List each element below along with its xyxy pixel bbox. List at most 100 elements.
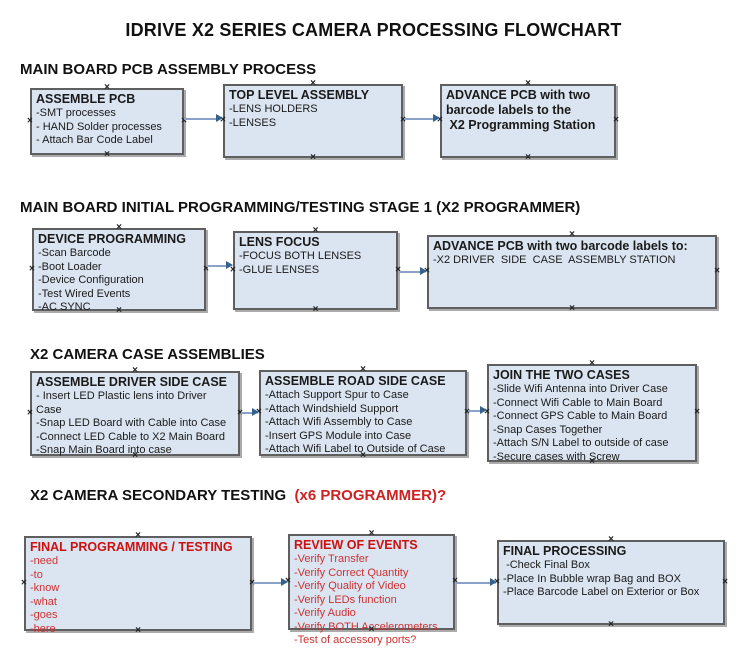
box-title: LENS FOCUS — [239, 235, 320, 249]
box-item: -LENSES — [229, 116, 277, 129]
box-items: -X2 DRIVER SIDE CASE ASSEMBLY STATION — [433, 254, 711, 268]
box-item: -GLUE LENSES — [239, 263, 320, 276]
connection-point-icon: × — [613, 114, 619, 126]
box-advance-pcb-programming-station: ×××× ADVANCE PCB with two barcode labels… — [437, 79, 619, 163]
box-items: - Insert LED Plastic lens into Driver Ca… — [36, 390, 234, 458]
box-items: -need-to-know-what-goes-here — [30, 555, 246, 636]
box-item: -know — [30, 582, 60, 594]
arrow-line — [399, 270, 422, 273]
connection-point-icon: × — [27, 407, 33, 418]
box-title: FINAL PROCESSING — [503, 544, 627, 558]
box-item: - HAND Solder processes — [36, 120, 162, 133]
box-title: DEVICE PROGRAMMING — [38, 232, 186, 246]
box-item: -goes — [30, 609, 58, 621]
box-join-the-two-cases: ×××× JOIN THE TWO CASES -Slide Wifi Ante… — [484, 359, 700, 467]
arrow-line — [468, 409, 482, 412]
box-title: FINAL PROGRAMMING / TESTING — [30, 540, 233, 554]
box-title: ADVANCE PCB with two barcode labels to: — [433, 239, 688, 253]
connection-point-icon: × — [722, 576, 728, 587]
section-heading-case-assemblies: X2 CAMERA CASE ASSEMBLIES — [30, 346, 265, 363]
box-item: -Test of accessory ports? — [294, 634, 417, 646]
box-lens-focus: ×××× LENS FOCUS -FOCUS BOTH LENSES-GLUE … — [230, 226, 401, 315]
connection-point-icon: × — [714, 265, 720, 277]
box-item: -Attach S/N Label to outside of case — [493, 437, 669, 449]
box-item: -Boot Loader — [38, 260, 102, 273]
arrow-head-icon — [226, 261, 233, 269]
box-title: REVIEW OF EVENTS — [294, 538, 418, 552]
section-heading-red-text: (x6 PROGRAMMER)? — [290, 487, 447, 504]
section-heading-text: X2 CAMERA SECONDARY TESTING — [30, 487, 291, 504]
box-device-programming: ×××× DEVICE PROGRAMMING -Scan Barcode-Bo… — [29, 223, 209, 316]
box-item: -Secure cases with Screw — [493, 450, 620, 463]
box-item: -Insert GPS Module into Case — [265, 429, 412, 442]
box-assemble-driver-side-case: ×××× ASSEMBLE DRIVER SIDE CASE - Insert … — [27, 366, 243, 461]
section-heading-text: MAIN BOARD PCB ASSEMBLY PROCESS — [20, 61, 317, 78]
box-items: -Scan Barcode-Boot Loader-Device Configu… — [38, 247, 200, 315]
box-item: -FOCUS BOTH LENSES — [239, 250, 362, 262]
connection-point-icon: × — [694, 406, 700, 418]
box-item: -Device Configuration — [38, 274, 144, 286]
connection-point-icon: × — [27, 115, 33, 126]
flow-arrow — [468, 406, 487, 415]
flow-arrow — [253, 578, 288, 587]
box-top-level-assembly: ×××× TOP LEVEL ASSEMBLY -LENS HOLDERS-LE… — [220, 79, 406, 163]
flow-arrow — [207, 261, 233, 270]
box-title: ADVANCE PCB with two barcode labels to t… — [446, 88, 596, 132]
page-title: IDRIVE X2 SERIES CAMERA PROCESSING FLOWC… — [125, 20, 622, 40]
box-item: -AC SYNC — [38, 301, 91, 313]
box-items: -SMT processes- HAND Solder processes- A… — [36, 107, 178, 148]
box-final-processing: ×××× FINAL PROCESSING -Check Final Box-P… — [494, 535, 728, 630]
box-assemble-road-side-case: ×××× ASSEMBLE ROAD SIDE CASE -Attach Sup… — [256, 365, 470, 461]
box-item: -Verify LEDs function — [294, 593, 397, 606]
box-items: -FOCUS BOTH LENSES-GLUE LENSES — [239, 250, 392, 277]
arrow-head-icon — [433, 114, 440, 122]
connection-point-icon: × — [608, 619, 614, 630]
arrow-line — [207, 264, 228, 267]
box-item: -Check Final Box — [503, 559, 590, 571]
box-item: -Test Wired Events — [38, 287, 131, 300]
box-item: -Snap LED Board with Cable into Case — [36, 417, 227, 429]
box-item: -Attach Windshield Support — [265, 402, 399, 415]
connection-point-icon: × — [525, 152, 531, 163]
box-item: -Connect LED Cable to X2 Main Board — [36, 430, 225, 443]
section-heading-secondary-testing: X2 CAMERA SECONDARY TESTING (x6 PROGRAMM… — [30, 487, 446, 504]
arrow-head-icon — [490, 578, 497, 586]
flow-arrow — [399, 267, 427, 276]
box-title: ASSEMBLE PCB — [36, 92, 136, 106]
box-title: JOIN THE TWO CASES — [493, 368, 630, 382]
box-title: TOP LEVEL ASSEMBLY — [229, 88, 370, 102]
box-final-programming-testing: ×××× FINAL PROGRAMMING / TESTING -need-t… — [21, 531, 255, 636]
box-item: -Scan Barcode — [38, 247, 111, 259]
box-item: -Connect GPS Cable to Main Board — [493, 410, 668, 422]
box-item: -to — [30, 568, 43, 581]
box-items: -Check Final Box-Place In Bubble wrap Ba… — [503, 559, 719, 600]
box-item: -Connect Wifi Cable to Main Board — [493, 396, 663, 409]
box-items: -Verify Transfer-Verify Correct Quantity… — [294, 553, 449, 648]
box-review-of-events: ×××× REVIEW OF EVENTS -Verify Transfer-V… — [285, 529, 458, 647]
box-title: ASSEMBLE ROAD SIDE CASE — [265, 374, 446, 388]
box-item: -what — [30, 595, 57, 608]
arrow-line — [241, 411, 254, 414]
arrow-line — [184, 117, 218, 120]
connection-point-icon: × — [310, 152, 316, 163]
arrow-head-icon — [252, 408, 259, 416]
arrow-head-icon — [216, 114, 223, 122]
box-item: -Place Barcode Label on Exterior or Box — [503, 586, 700, 598]
box-item: -Attach Wifi Label to Outside of Case — [265, 443, 446, 455]
box-items: -Slide Wifi Antenna into Driver Case-Con… — [493, 383, 691, 464]
box-title: ASSEMBLE DRIVER SIDE CASE — [36, 375, 228, 389]
flow-arrow — [456, 578, 497, 587]
box-item: -need — [30, 555, 59, 567]
box-item: - Attach Bar Code Label — [36, 134, 153, 146]
box-item: -Snap Main Board into case — [36, 444, 172, 456]
arrow-head-icon — [420, 267, 427, 275]
arrow-line — [253, 581, 283, 584]
box-item: -Verify Quality of Video — [294, 580, 406, 592]
box-item: -LENS HOLDERS — [229, 103, 318, 115]
box-item: -X2 DRIVER SIDE CASE ASSEMBLY STATION — [433, 254, 676, 266]
section-heading-text: X2 CAMERA CASE ASSEMBLIES — [30, 346, 265, 363]
connection-point-icon: × — [21, 577, 27, 588]
box-items: -LENS HOLDERS-LENSES — [229, 103, 397, 130]
section-heading-text: MAIN BOARD INITIAL PROGRAMMING/TESTING S… — [20, 199, 581, 216]
